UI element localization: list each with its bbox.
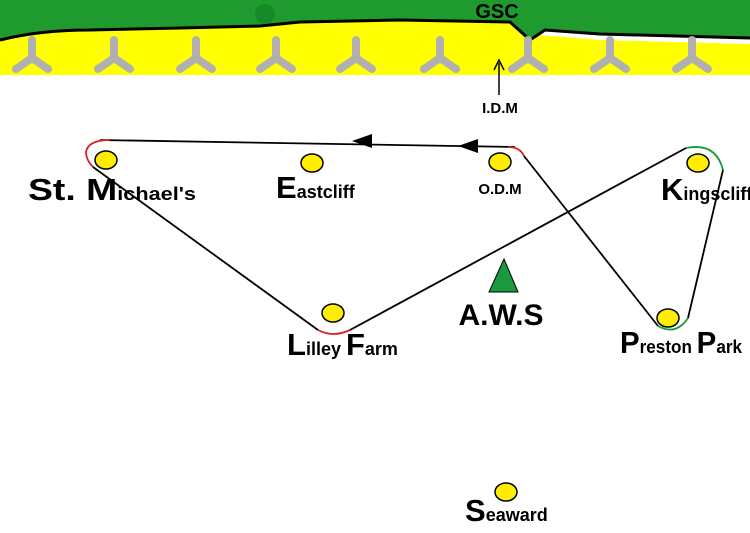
label-lilley-farm: Lilley Farm xyxy=(287,327,398,362)
label-kingscliff: Kingscliff xyxy=(661,172,750,207)
aws-label: A.W.S xyxy=(458,299,543,332)
turn-lilley-farm xyxy=(317,329,351,335)
turn-kingscliff xyxy=(685,146,724,171)
flight-route xyxy=(85,134,724,335)
idm-label: I.D.M xyxy=(482,100,518,117)
wind-turbine-icon xyxy=(508,36,548,73)
label-eastcliff: Eastcliff xyxy=(276,170,356,205)
turbine-row xyxy=(12,36,712,73)
direction-arrow-2 xyxy=(458,139,478,153)
odm-label: O.D.M xyxy=(478,181,521,198)
location-markers xyxy=(94,150,710,502)
marker-preston-park xyxy=(656,308,680,328)
marker-odm xyxy=(488,152,512,172)
turn-st-michaels xyxy=(85,139,111,168)
wind-turbine-icon xyxy=(336,36,376,73)
wind-turbine-icon xyxy=(12,36,52,73)
label-preston-park: Preston Park xyxy=(620,325,743,360)
aws-triangle-icon xyxy=(488,257,519,293)
turn-preston-park xyxy=(657,317,689,331)
marker-eastcliff xyxy=(300,153,324,173)
route-leg-lilley-kingscliff xyxy=(349,147,687,331)
idm-marker: I.D.M xyxy=(482,58,518,117)
shoreline xyxy=(0,18,750,42)
wind-turbine-icon xyxy=(94,36,134,73)
marker-st-michaels xyxy=(94,150,118,170)
wind-turbine-icon xyxy=(256,36,296,73)
wind-turbine-icon xyxy=(672,36,712,73)
route-leg-preston-odm xyxy=(523,155,659,327)
marker-kingscliff xyxy=(686,153,710,173)
route-top-leg xyxy=(99,139,516,148)
direction-arrow-1 xyxy=(352,134,372,148)
route-leg-kingscliff-preston xyxy=(687,169,724,319)
marker-lilley-farm xyxy=(321,303,345,323)
marker-seaward xyxy=(494,482,518,502)
land-marker-dot xyxy=(255,4,275,24)
route-leg-stmichaels-lilley xyxy=(92,166,319,331)
turn-odm xyxy=(507,146,525,157)
label-seaward: Seaward xyxy=(465,493,548,528)
wind-turbine-icon xyxy=(176,36,216,73)
wind-turbine-icon xyxy=(590,36,630,73)
wind-turbine-icon xyxy=(420,36,460,73)
coast-label: GSC xyxy=(475,1,518,23)
